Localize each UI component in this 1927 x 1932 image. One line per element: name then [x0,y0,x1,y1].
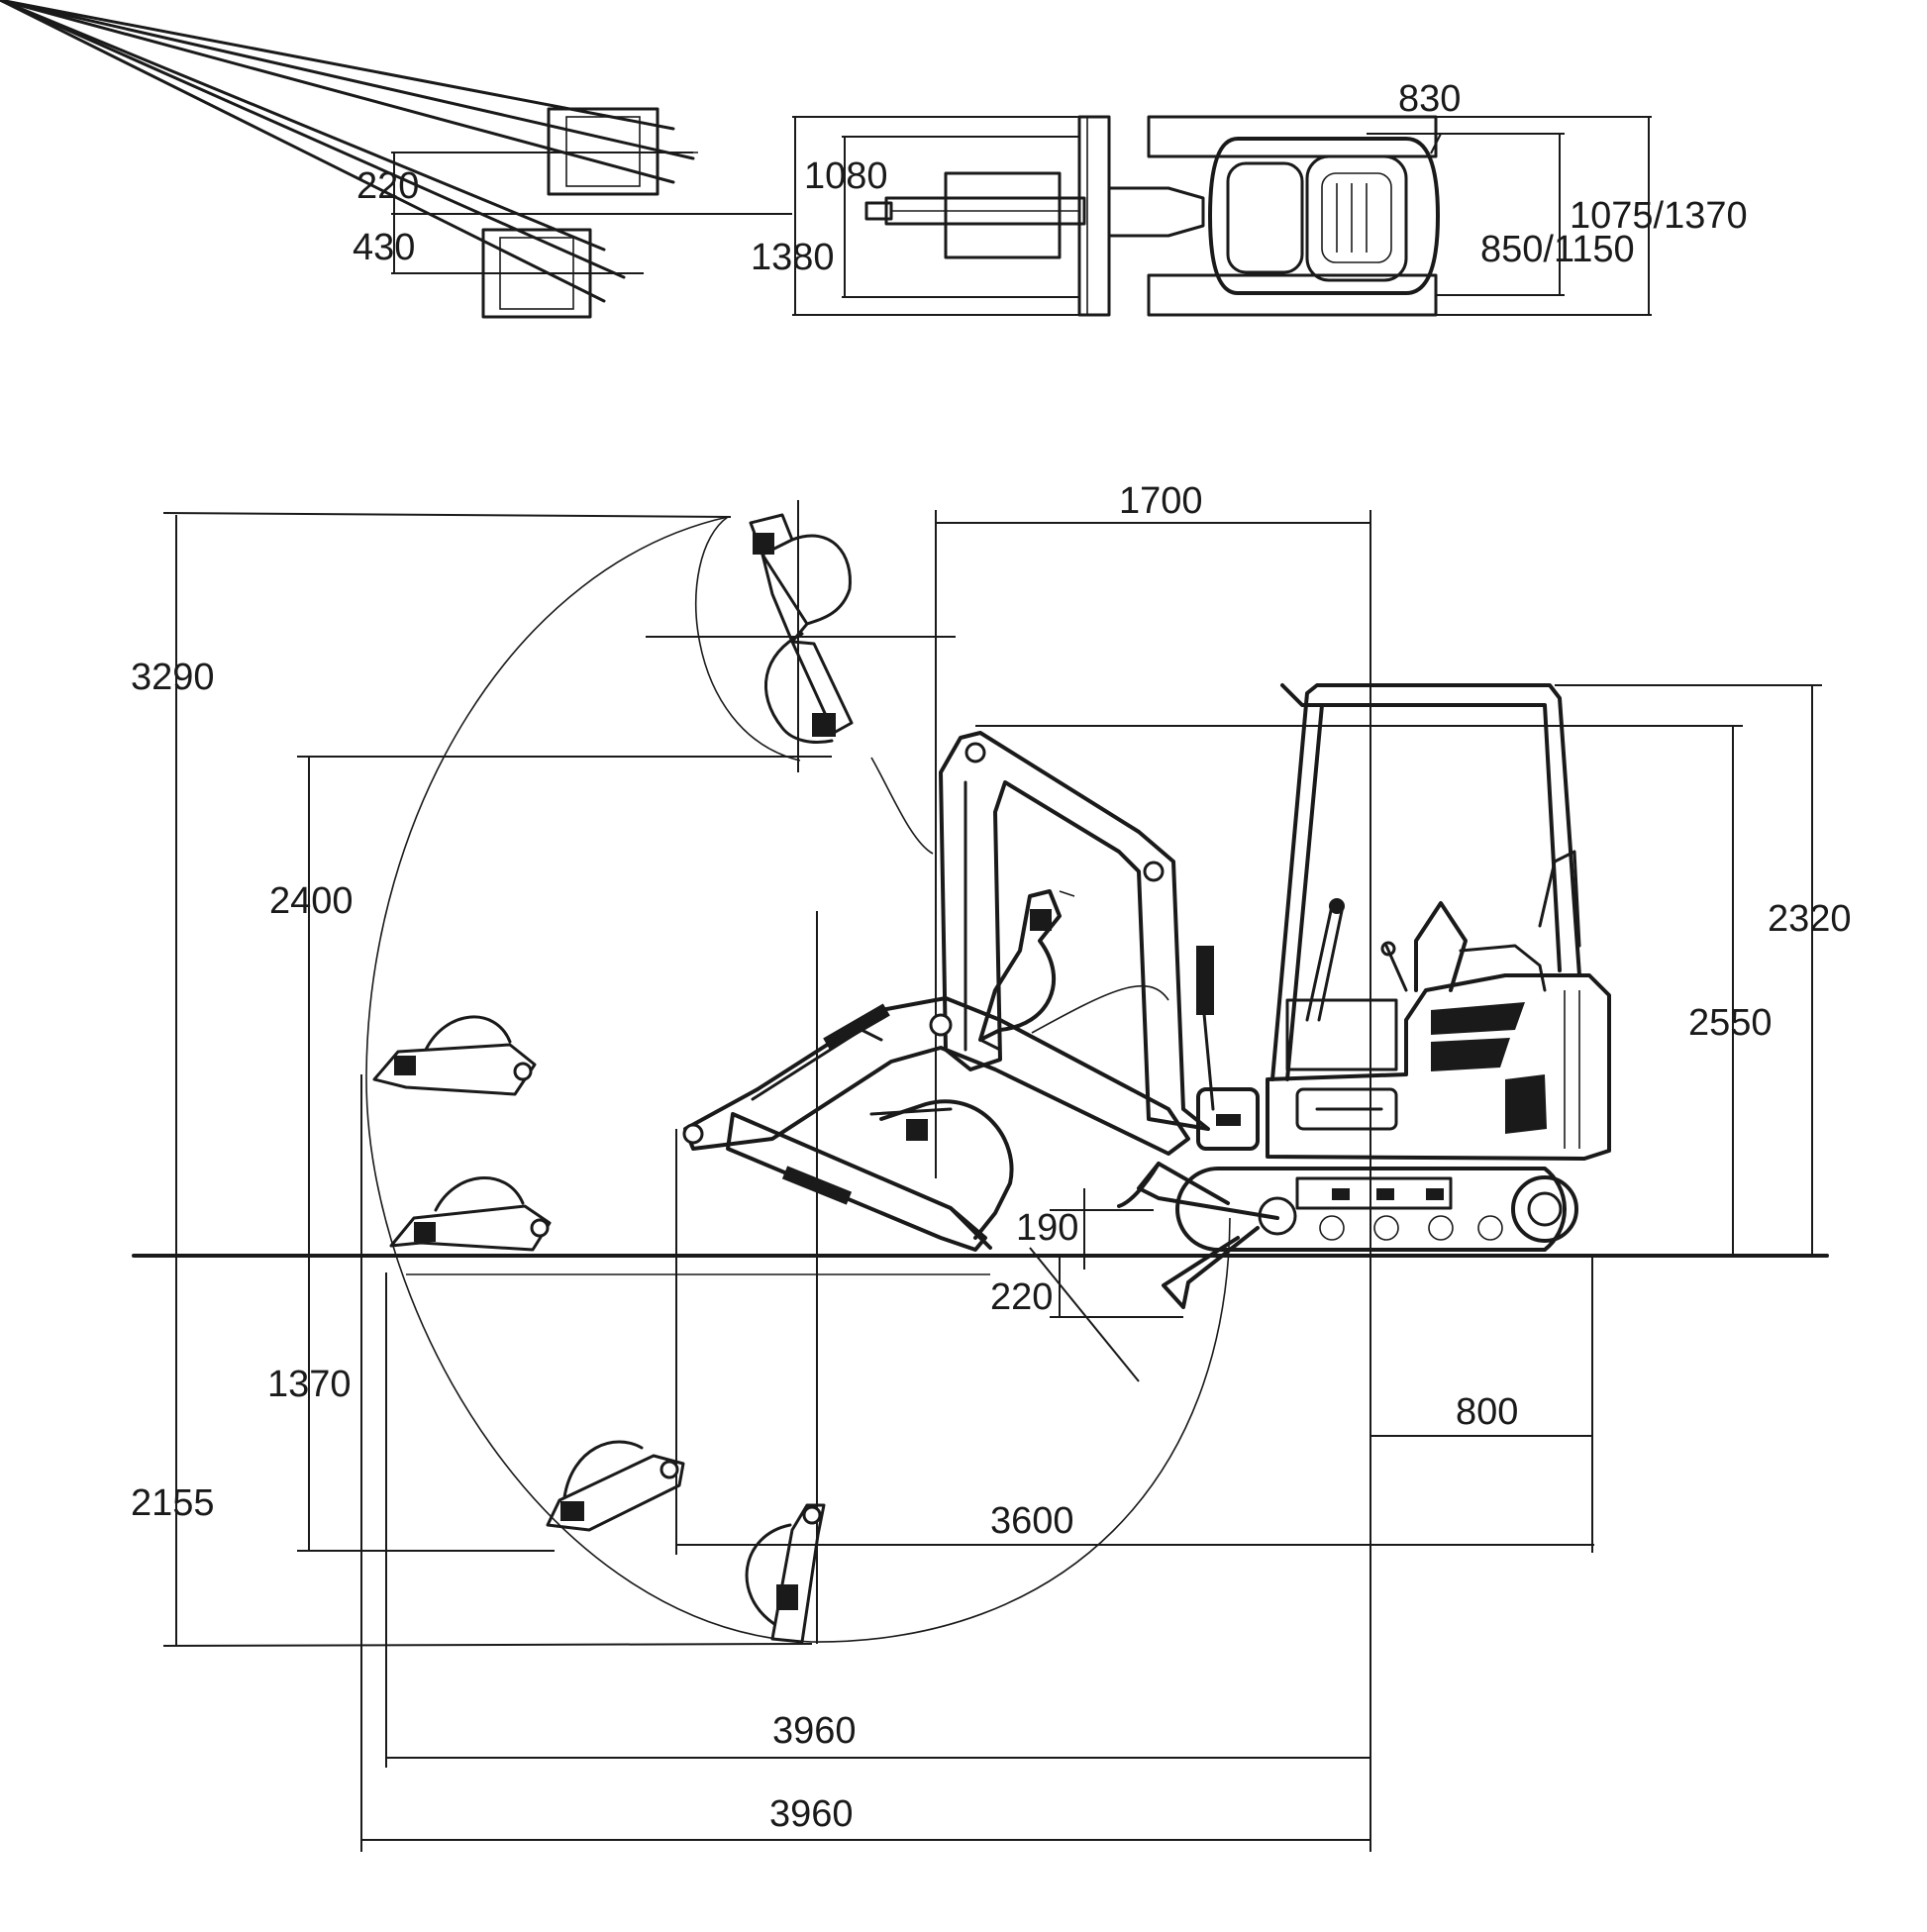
track-width-label: 850/1150 [1480,229,1635,270]
transport-length-label: 3600 [990,1500,1074,1542]
blade-width-label: 1075/1370 [1570,195,1748,237]
bucket-width-wide-label: 430 [353,227,415,268]
arm [683,996,1190,1156]
track-assembly [1175,1167,1568,1252]
track-gauge-label: 1080 [804,155,888,197]
excavator-plan-view [864,115,1440,317]
wide-bucket-plan-icon [0,0,642,319]
max-dumping-height-label: 2400 [269,880,354,922]
overall-height-label: 2550 [1688,1002,1773,1044]
blade-lift-height-label: 190 [1016,1207,1078,1249]
max-vertical-digging-depth-label: 1370 [267,1364,352,1405]
top-view: 220 430 [0,0,1748,319]
bucket-icon-left-upper [372,1015,537,1096]
canopy-height-label: 2320 [1768,898,1852,940]
narrow-bucket-plan-icon [0,0,698,196]
canopy-frame [1270,683,1581,1081]
max-digging-depth-label: 2155 [131,1482,215,1524]
bucket-icon-left-lower [389,1176,552,1252]
bucket-icon-top [749,513,854,744]
bucket-width-narrow-label: 220 [356,165,419,207]
tail-swing-radius-label: 800 [1456,1391,1518,1433]
bucket-icon-lower-left [546,1440,685,1532]
working-range-envelope [365,516,1231,1643]
max-reach-ground-label: 3960 [772,1710,857,1752]
cab-to-boom-length-label: 1700 [1119,480,1203,522]
blade-drop-depth-label: 220 [990,1276,1053,1318]
upper-structure [1266,973,1611,1161]
boom [939,731,1210,1131]
rear-overhang-width-label: 830 [1398,78,1461,120]
excavator-side-view [682,683,1611,1309]
max-digging-reach-label: 3960 [769,1793,854,1835]
side-view: 1700 3290 2155 2400 1370 2320 2550 190 2… [131,480,1852,1852]
max-digging-height-label: 3290 [131,657,215,698]
bucket-icon-bottom [745,1503,826,1644]
overall-width-label: 1380 [751,237,835,278]
